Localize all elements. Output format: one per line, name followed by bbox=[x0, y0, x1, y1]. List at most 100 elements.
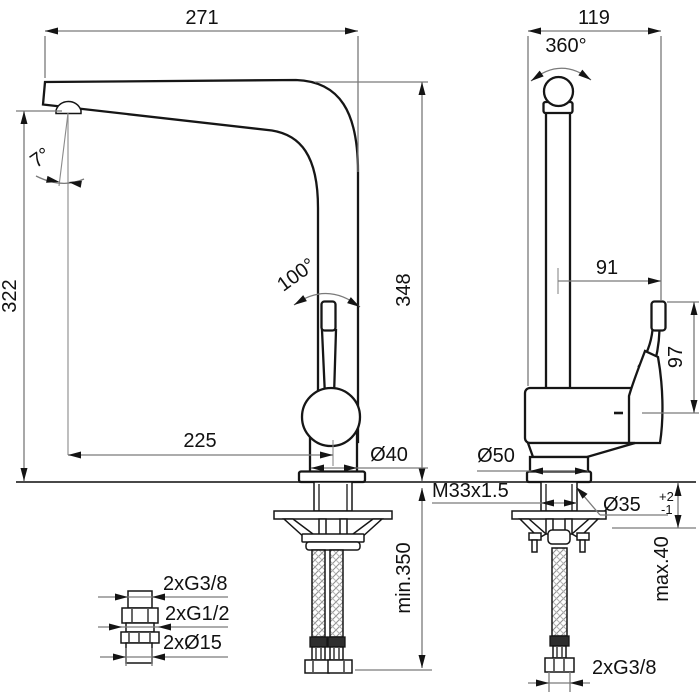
clamp-pin-left bbox=[531, 539, 538, 553]
dim-label: 97 bbox=[665, 346, 687, 368]
connector-body bbox=[311, 646, 326, 661]
arrowhead bbox=[578, 69, 591, 80]
tolerance-minus: -1 bbox=[661, 502, 673, 517]
dim-label: Ø35 bbox=[603, 494, 641, 516]
dim-adapter-thread-top-g38: 2xG3/8 bbox=[98, 573, 228, 601]
hose-connector-left bbox=[311, 646, 326, 661]
hose-collar-left bbox=[309, 636, 328, 648]
fitting-knurl-nut bbox=[120, 631, 160, 644]
arrowhead bbox=[536, 679, 549, 687]
dimensions: 271 119 360° 322 bbox=[0, 7, 699, 692]
arrowhead bbox=[418, 655, 426, 668]
arrowhead bbox=[575, 467, 588, 475]
supply-hose-left bbox=[311, 549, 326, 638]
dim-overall-height-348: 348 bbox=[315, 81, 428, 481]
arrowhead bbox=[152, 653, 165, 661]
dim-depth-119: 119 bbox=[527, 7, 662, 386]
arrowhead bbox=[113, 653, 126, 661]
mounting-flange-side bbox=[511, 510, 607, 520]
arrowhead bbox=[690, 400, 698, 413]
swivel-spout-circle bbox=[542, 75, 575, 108]
aerator-outlet bbox=[55, 100, 82, 115]
hose-hex-nut-side bbox=[544, 657, 575, 673]
riser-pipe bbox=[544, 106, 572, 392]
underdeck-mounting-side bbox=[511, 481, 607, 673]
arrowhead bbox=[344, 464, 357, 472]
arrowhead bbox=[152, 593, 165, 601]
dim-label: 2xG3/8 bbox=[592, 657, 656, 679]
stud-bolt-left bbox=[318, 518, 327, 536]
arrowhead bbox=[570, 679, 583, 687]
hose-hex-nut-left bbox=[304, 659, 330, 674]
angle-arc bbox=[35, 175, 85, 184]
body-taper bbox=[526, 441, 636, 459]
dim-deck-thickness-max40: max.40 bbox=[612, 483, 696, 602]
dim-label: 322 bbox=[0, 279, 21, 312]
mounting-flange bbox=[273, 510, 393, 520]
arrowhead bbox=[68, 180, 82, 188]
hose-union bbox=[547, 529, 571, 545]
dim-label: 100° bbox=[273, 254, 319, 296]
underdeck-mounting-front bbox=[273, 481, 393, 674]
arrowhead bbox=[347, 297, 360, 307]
arrowhead bbox=[418, 468, 426, 481]
hose-hex-nut-right bbox=[327, 659, 353, 674]
arrowhead bbox=[320, 451, 333, 459]
dim-swivel-360: 360° bbox=[530, 35, 592, 82]
dim-handle-height-97: 97 bbox=[642, 301, 699, 414]
arrowhead bbox=[576, 487, 588, 499]
dim-spout-angle-7: 7° bbox=[26, 112, 85, 455]
arrowhead bbox=[20, 111, 28, 124]
arrowhead bbox=[530, 467, 543, 475]
clamp-foot-right bbox=[576, 532, 590, 541]
supply-hose-side bbox=[551, 547, 568, 637]
arrowhead bbox=[115, 593, 128, 601]
supply-hose-right bbox=[329, 549, 344, 638]
dim-hose-thread-right-g38: 2xG3/8 bbox=[528, 657, 656, 692]
handle-neck bbox=[320, 328, 338, 398]
arrowhead bbox=[109, 623, 122, 631]
arrowhead bbox=[20, 468, 28, 481]
dim-spout-height-322: 322 bbox=[0, 110, 62, 481]
dim-hole-diameter-35: Ø35 +2 -1 bbox=[576, 487, 674, 517]
clamp-nut-bar bbox=[301, 533, 365, 543]
arrowhead bbox=[690, 302, 698, 315]
dim-label: 2xG3/8 bbox=[163, 573, 227, 595]
base-plate-side bbox=[525, 470, 593, 484]
handle-lever bbox=[320, 300, 337, 332]
dim-label: Ø50 bbox=[477, 445, 515, 467]
dim-label: 2xØ15 bbox=[163, 632, 222, 654]
dim-spout-reach-271: 271 bbox=[44, 7, 359, 172]
hose-connector-side bbox=[552, 645, 567, 659]
dim-label: 348 bbox=[393, 273, 415, 306]
arrowhead bbox=[418, 488, 426, 501]
faucet-body-side bbox=[523, 386, 639, 445]
base-plate bbox=[297, 470, 367, 484]
fitting-top-stub bbox=[127, 590, 153, 609]
arrowhead bbox=[648, 27, 661, 35]
tolerance-plus: +2 bbox=[659, 489, 674, 504]
arrowhead bbox=[674, 515, 682, 528]
arrowhead bbox=[541, 499, 554, 507]
arrowhead bbox=[158, 623, 171, 631]
dim-label: 360° bbox=[545, 35, 586, 57]
dim-adapter-thread-mid-g12: 2xG1/2 bbox=[98, 603, 229, 631]
arrowhead bbox=[648, 277, 661, 285]
dim-handle-offset-91: 91 bbox=[557, 257, 661, 294]
hose-collar-right bbox=[327, 636, 346, 648]
dim-body-diameter-40: Ø40 bbox=[311, 444, 428, 472]
arrowhead bbox=[418, 82, 426, 95]
dim-adapter-pipe-dia-15: 2xØ15 bbox=[100, 632, 228, 666]
connector-body bbox=[329, 646, 344, 661]
arrowhead bbox=[345, 27, 358, 35]
dim-label: 2xG1/2 bbox=[165, 603, 229, 625]
arrowhead bbox=[45, 27, 58, 35]
dim-label: 91 bbox=[596, 257, 618, 279]
hose-collar-side bbox=[549, 635, 570, 647]
dim-label: min.350 bbox=[393, 542, 415, 613]
stud-bolt-right bbox=[339, 518, 348, 536]
dim-label: 119 bbox=[578, 7, 610, 29]
hose-connector-right bbox=[329, 646, 344, 661]
fitting-bottom-stub bbox=[125, 642, 153, 664]
